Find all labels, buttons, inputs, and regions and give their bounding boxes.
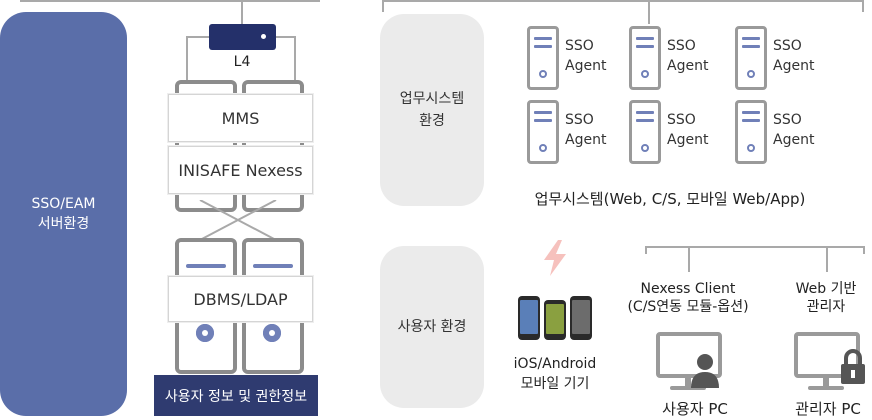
environment-label: 환경	[419, 113, 445, 129]
user-bus-left	[645, 246, 647, 254]
server-icon	[735, 100, 767, 164]
agent-line2: Agent	[773, 132, 815, 148]
web-admin-caption: Web 기반 관리자	[786, 280, 866, 316]
dbms-ldap-box: DBMS/LDAP	[168, 276, 313, 322]
user-env-pill: 사용자 환경	[380, 246, 484, 408]
top-right-bus-line	[382, 0, 864, 2]
lightning-icon	[544, 240, 566, 276]
user-bus-drop-1	[688, 246, 690, 272]
server-icon	[735, 26, 767, 90]
l4-label: L4	[233, 54, 251, 70]
mobile-os-label: iOS/Android	[513, 356, 597, 372]
disk-icon	[196, 324, 214, 342]
nexess-client-caption: Nexess Client (C/S연동 모듈-옵션)	[613, 280, 763, 316]
inisafe-nexess-box: INISAFE Nexess	[168, 146, 313, 194]
sso-agent-server: SSO Agent	[735, 26, 835, 90]
l4-connector-left	[186, 36, 188, 86]
monitor-base	[670, 386, 706, 390]
agent-line2: Agent	[565, 58, 607, 74]
work-system-label: 업무시스템	[399, 91, 465, 107]
top-left-bus-line	[20, 0, 320, 2]
server-icon	[629, 26, 661, 90]
agent-line1: SSO	[565, 38, 594, 54]
server-icon	[629, 100, 661, 164]
bus-left-end	[382, 0, 384, 12]
monitor-stand	[685, 378, 691, 388]
agent-line1: SSO	[773, 38, 802, 54]
disk-icon	[263, 324, 281, 342]
bus-drop-agents	[648, 0, 650, 24]
user-bus-drop-2	[826, 246, 828, 272]
smartphone-icon	[518, 296, 540, 340]
sso-eam-label: SSO/EAM	[31, 196, 96, 212]
monitor-icon	[656, 332, 722, 378]
admin-pc-label: 관리자 PC	[795, 400, 861, 418]
server-icon	[527, 100, 559, 164]
monitor-stand	[823, 378, 829, 388]
agent-line1: SSO	[667, 112, 696, 128]
l4-connector-right	[294, 36, 296, 86]
sso-agent-server: SSO Agent	[629, 26, 729, 90]
drive-slot	[186, 264, 226, 268]
mobile-device-label: 모바일 기기	[520, 376, 590, 392]
mobile-caption: iOS/Android 모바일 기기	[505, 354, 605, 394]
agent-line2: Agent	[667, 58, 709, 74]
cs-module-label: (C/S연동 모듈-옵션)	[627, 299, 749, 315]
cross-connector	[199, 200, 277, 240]
work-system-caption: 업무시스템(Web, C/S, 모바일 Web/App)	[534, 190, 806, 208]
user-bus-line	[645, 246, 865, 248]
sso-agent-server: SSO Agent	[527, 100, 627, 164]
agent-line1: SSO	[667, 38, 696, 54]
agent-line2: Agent	[667, 132, 709, 148]
l4-switch-icon	[209, 24, 276, 50]
server-env-label: 서버환경	[37, 216, 90, 232]
sso-agent-server: SSO Agent	[735, 100, 835, 164]
user-info-permission-label: 사용자 정보 및 권한정보	[154, 375, 318, 416]
bus-right-end	[862, 0, 864, 12]
admin-label: 관리자	[806, 299, 846, 315]
web-based-label: Web 기반	[795, 281, 857, 297]
agent-line2: Agent	[773, 58, 815, 74]
agent-line2: Agent	[565, 132, 607, 148]
work-system-env-pill: 업무시스템 환경	[380, 14, 484, 206]
server-icon	[527, 26, 559, 90]
user-pc-label: 사용자 PC	[662, 400, 728, 418]
smartphone-icon	[570, 296, 592, 340]
mms-box: MMS	[168, 94, 313, 142]
smartphone-icon	[544, 300, 566, 340]
lock-icon	[841, 349, 865, 384]
sso-agent-server: SSO Agent	[629, 100, 729, 164]
bus-drop-line	[241, 0, 243, 24]
nexess-client-label: Nexess Client	[640, 281, 736, 297]
sso-eam-server-panel: SSO/EAM 서버환경	[0, 12, 127, 416]
sso-agent-server: SSO Agent	[527, 26, 627, 90]
agent-line1: SSO	[565, 112, 594, 128]
drive-slot	[253, 264, 293, 268]
user-icon	[691, 354, 719, 388]
monitor-base	[808, 386, 844, 390]
user-bus-right	[863, 246, 865, 254]
agent-line1: SSO	[773, 112, 802, 128]
